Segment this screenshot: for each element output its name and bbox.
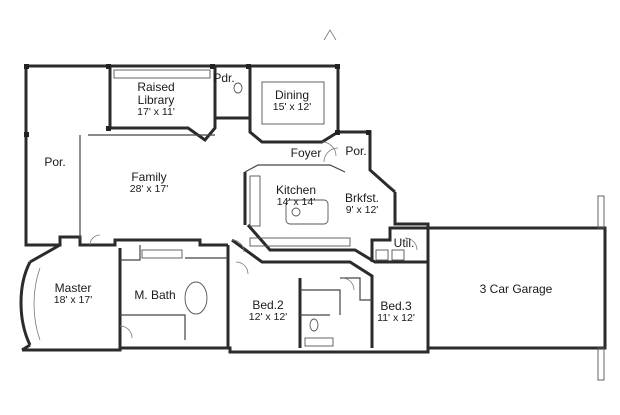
exterior-walls	[19, 64, 607, 354]
master-dim: 18' x 17'	[54, 294, 92, 306]
porch-posts	[24, 64, 371, 137]
bed2-name: Bed.2	[252, 298, 284, 312]
bed3-dim: 11' x 12'	[377, 312, 415, 324]
family-name: Family	[131, 170, 166, 184]
master-name: Master	[55, 281, 92, 295]
dining-dim: 15' x 12'	[273, 101, 311, 113]
breakfast-name: Brkfst.	[345, 191, 379, 205]
library-name-line-1: Raised	[137, 80, 174, 94]
breakfast-dim: 9' x 12'	[346, 204, 379, 216]
master-bath-name: M. Bath	[134, 288, 175, 302]
powder-name: Pdr.	[213, 71, 234, 85]
porch-front-name: Por.	[345, 144, 366, 158]
fixtures	[33, 29, 605, 381]
family-dim: 28' x 17'	[130, 183, 168, 195]
library-dim: 17' x 11'	[137, 106, 175, 118]
kitchen-dim: 14' x 14'	[277, 196, 315, 208]
utility-name: Util.	[394, 236, 415, 250]
garage-name: 3 Car Garage	[480, 282, 553, 296]
kitchen-name: Kitchen	[276, 183, 316, 197]
dining-name: Dining	[275, 88, 309, 102]
doors	[89, 141, 418, 339]
bed2-dim: 12' x 12'	[249, 311, 287, 323]
foyer-name: Foyer	[291, 146, 322, 160]
interior-walls	[79, 134, 430, 352]
library-name-line-2: Library	[138, 93, 175, 107]
room-labels: Raised Library 17' x 11' Pdr. Dining 15'…	[44, 71, 552, 324]
porch-left-name: Por.	[44, 155, 65, 169]
bed3-name: Bed.3	[380, 299, 412, 313]
